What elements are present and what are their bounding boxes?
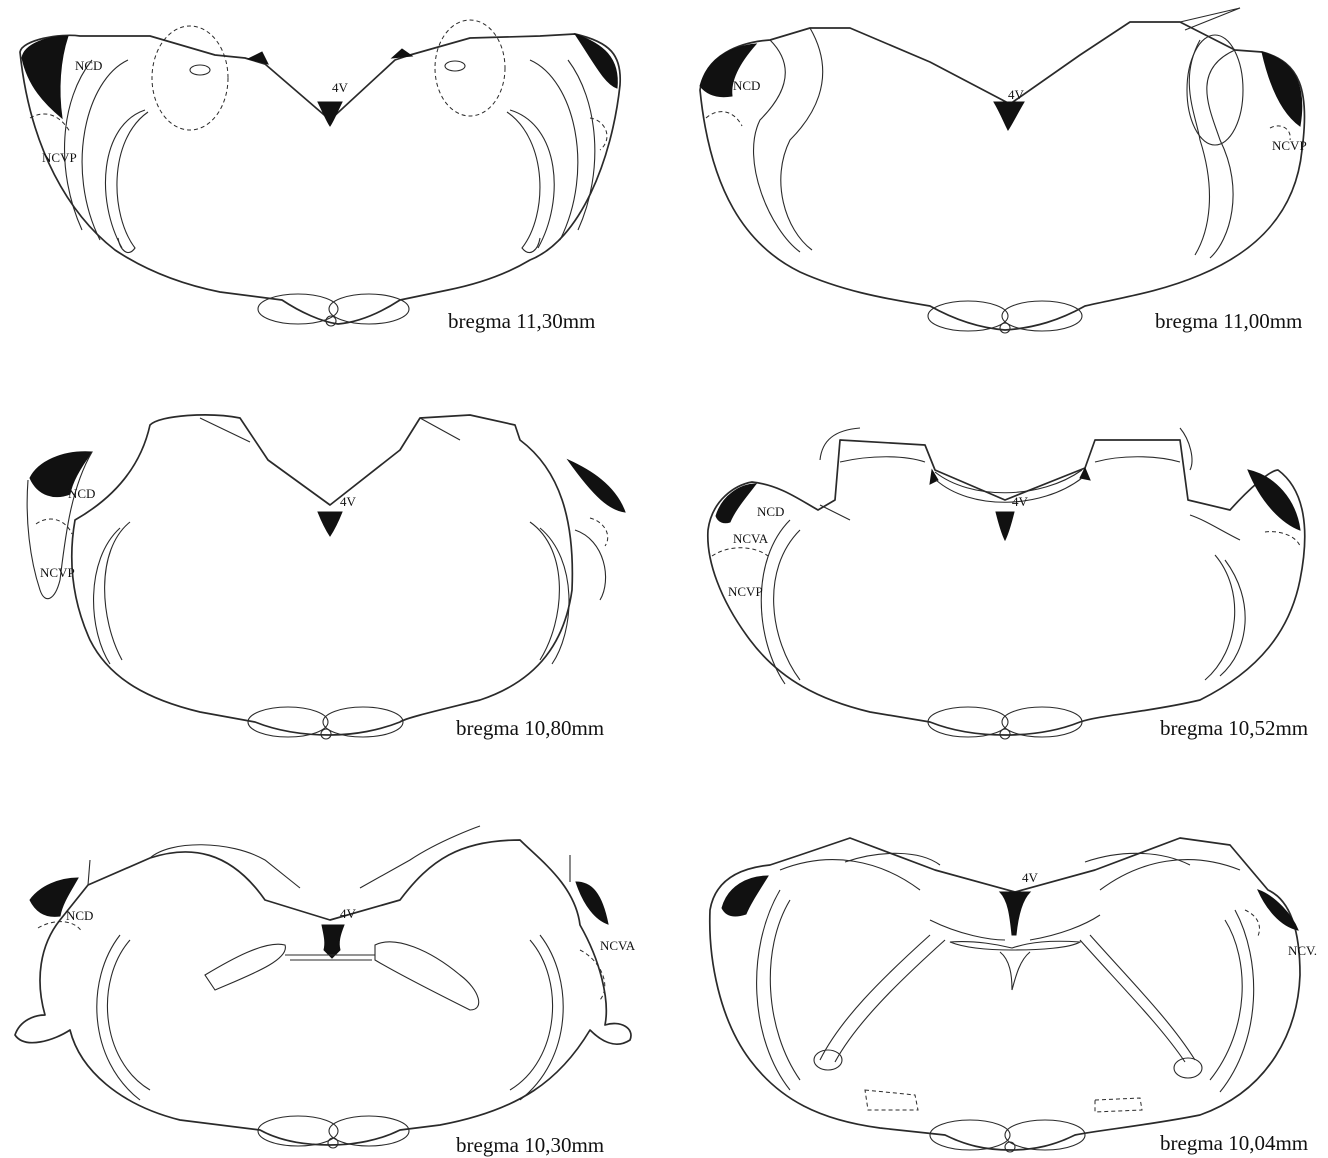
ncvp-label: NCVP [42,150,77,165]
ncv-label: NCV. [1288,943,1317,958]
bregma-caption: bregma 10,30mm [456,1133,604,1157]
ncvp-label: NCVP [728,584,763,599]
bregma-caption: bregma 11,30mm [448,309,595,333]
ncvp-label: NCVP [40,565,75,580]
ncd-label: NCD [757,504,784,519]
section-panel-2: 4V NCD NCVP bregma 11,00mm [700,8,1307,333]
ncd-label: NCD [75,58,102,73]
ventricle-label: 4V [340,906,357,921]
section-panel-5: 4V NCD NCVA bregma 10,30mm [15,826,636,1157]
ncva-label: NCVA [733,531,769,546]
ventricle-label: 4V [340,494,357,509]
ncd-label: NCD [68,486,95,501]
ncva-label: NCVA [600,938,636,953]
ventricle-label: 4V [1008,87,1025,102]
bregma-caption: bregma 10,80mm [456,716,604,740]
ncd-label: NCD [733,78,760,93]
section-panel-4: 4V NCD NCVA NCVP bregma 10,52mm [708,428,1308,740]
ncd-label: NCD [66,908,93,923]
bregma-caption: bregma 10,52mm [1160,716,1308,740]
ventricle-label: 4V [332,80,349,95]
bregma-caption: bregma 11,00mm [1155,309,1302,333]
bregma-caption: bregma 10,04mm [1160,1131,1308,1155]
ventricle-label: 4V [1022,870,1039,885]
section-panel-6: 4V NCV. bregma 10,04mm [710,838,1317,1155]
ventricle-label: 4V [1012,494,1029,509]
section-panel-1: 4V NCD NCVP bregma 11,30mm [20,20,620,333]
section-panel-3: 4V NCD NCVP bregma 10,80mm [27,415,625,740]
ncvp-label: NCVP [1272,138,1307,153]
